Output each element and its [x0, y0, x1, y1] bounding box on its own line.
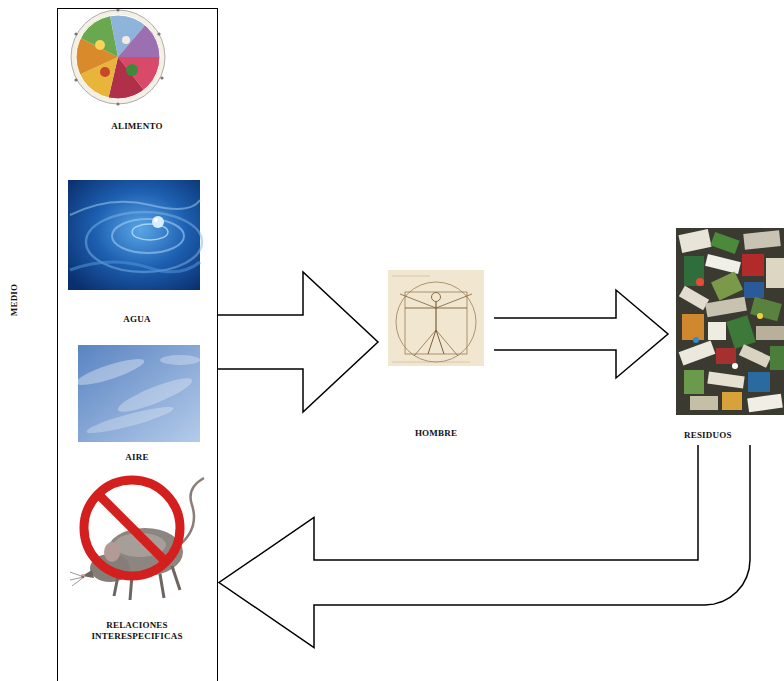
- rat-prohibition-symbol: [70, 478, 204, 600]
- food-wheel: [71, 8, 165, 105]
- flow-arrow: [219, 445, 750, 648]
- water-photo: [68, 180, 202, 290]
- resource-item: ALIMENTO: [64, 11, 210, 136]
- node-label: AGUA: [64, 314, 210, 325]
- vitruvian-man: [388, 270, 484, 366]
- waste-photo: [676, 228, 784, 415]
- human-node: HOMBRE: [378, 268, 494, 443]
- panel-title: MEDIO: [9, 284, 20, 317]
- node-label: HOMBRE: [378, 428, 494, 439]
- node-label: ALIMENTO: [64, 121, 210, 132]
- node-label: RESIDUOS: [668, 430, 784, 441]
- flow-arrow: [494, 290, 668, 378]
- sky-photo: [74, 345, 200, 442]
- resource-item: RELACIONES INTERESPECIFICAS: [64, 474, 210, 646]
- flow-arrow: [218, 272, 378, 412]
- node-label: AIRE: [64, 452, 210, 463]
- resource-item: AGUA: [64, 179, 210, 329]
- resource-item: AIRE: [64, 344, 210, 467]
- environment-panel: ALIMENTO AGUA AIRE RELACIONES INTERESPECIFI…: [57, 8, 218, 681]
- waste-node: RESIDUOS: [668, 226, 784, 445]
- node-label: RELACIONES INTERESPECIFICAS: [64, 620, 210, 643]
